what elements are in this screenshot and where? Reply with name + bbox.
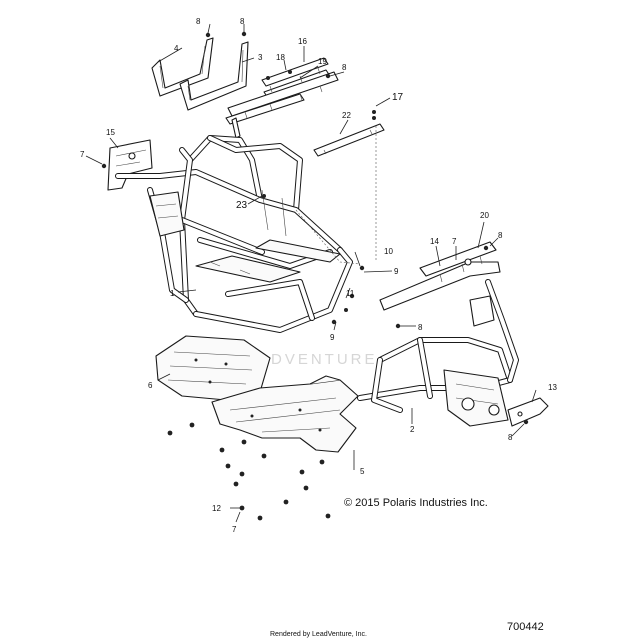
callout-7[interactable]: 7 [452, 237, 457, 246]
watermark: ADVENTURE [258, 351, 378, 368]
part-2-rear-frame[interactable] [357, 279, 519, 427]
callout-9[interactable]: 9 [394, 267, 399, 276]
callout-16[interactable]: 16 [298, 37, 307, 46]
callout-17[interactable]: 17 [392, 92, 404, 103]
part-5-skid-plate[interactable] [211, 375, 359, 453]
callout-5[interactable]: 5 [360, 467, 365, 476]
callout-8[interactable]: 8 [508, 433, 513, 442]
part-3-seat-bracket[interactable] [179, 41, 249, 111]
callout-12[interactable]: 12 [212, 504, 221, 513]
part-13-bracket[interactable] [507, 397, 549, 427]
callout-8[interactable]: 8 [418, 323, 423, 332]
callout-8[interactable]: 8 [196, 17, 201, 26]
part-4-seat-bracket[interactable] [151, 37, 214, 97]
callout-19[interactable]: 19 [318, 57, 327, 66]
callout-15[interactable]: 15 [106, 128, 115, 137]
rendered-by-credit: Rendered by LeadVenture, Inc. [270, 631, 367, 638]
callout-2[interactable]: 2 [410, 425, 415, 434]
callout-8[interactable]: 8 [240, 17, 245, 26]
callout-8[interactable]: 8 [498, 231, 503, 240]
callout-10[interactable]: 10 [384, 247, 393, 256]
callout-14[interactable]: 14 [430, 237, 439, 246]
callout-18[interactable]: 18 [276, 53, 285, 62]
callout-7[interactable]: 7 [80, 150, 85, 159]
callout-13[interactable]: 13 [548, 383, 557, 392]
callout-8[interactable]: 8 [342, 63, 347, 72]
fasteners [101, 31, 529, 521]
part-15-bracket[interactable] [107, 139, 153, 191]
assembly-line [295, 209, 361, 265]
callout-6[interactable]: 6 [148, 381, 153, 390]
callout-20[interactable]: 20 [480, 211, 489, 220]
callout-11[interactable]: 11 [346, 289, 355, 298]
callout-23[interactable]: 23 [236, 200, 248, 211]
part-19-seat-rail-assembly[interactable] [225, 71, 339, 139]
callout-9[interactable]: 9 [330, 333, 335, 342]
part-1-main-frame[interactable] [115, 135, 353, 333]
part-20-cross-member[interactable] [379, 241, 501, 311]
leader-lines [85, 23, 537, 523]
part-22-rail[interactable] [313, 123, 385, 157]
callout-1[interactable]: 1 [170, 289, 175, 298]
callout-7[interactable]: 7 [232, 525, 237, 534]
callout-3[interactable]: 3 [258, 53, 263, 62]
copyright-text: © 2015 Polaris Industries Inc. [344, 497, 488, 509]
diagram-number: 700442 [507, 621, 544, 633]
callout-4[interactable]: 4 [174, 44, 179, 53]
callout-22[interactable]: 22 [342, 111, 351, 120]
callout-labels: 8 8 4 3 18 16 19 8 17 22 15 7 23 10 9 11… [80, 17, 557, 534]
